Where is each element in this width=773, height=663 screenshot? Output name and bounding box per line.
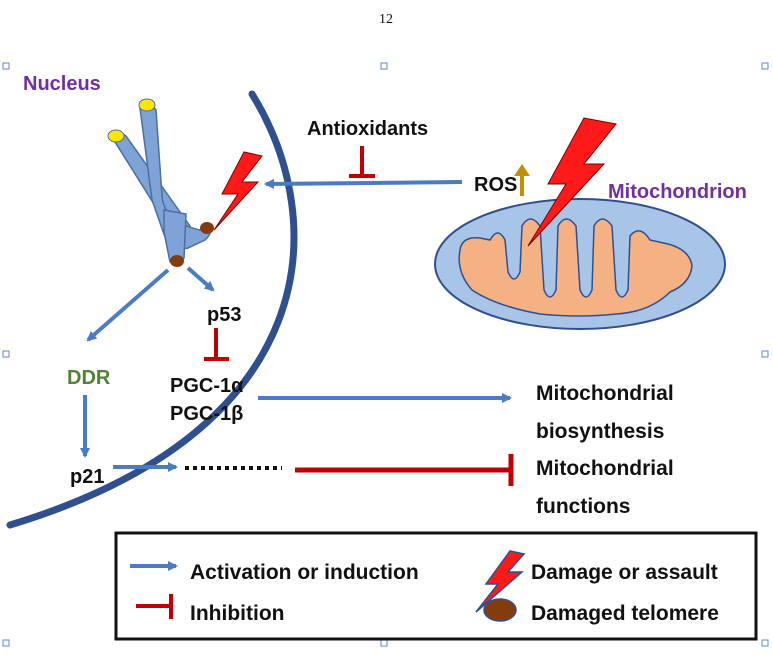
ros-label: ROS (474, 174, 517, 196)
pgc1a-label: PGC-1α (170, 375, 244, 397)
inhibition-antioxidants (349, 146, 375, 178)
legend-inhibition-label: Inhibition (190, 602, 284, 625)
inhibition-p53-pgc (204, 328, 229, 361)
page-number: 12 (379, 12, 393, 27)
pgc1b-label: PGC-1β (170, 403, 243, 425)
nuclear-membrane (6, 90, 298, 529)
p21-label: p21 (70, 466, 104, 488)
antioxidants-label: Antioxidants (307, 118, 428, 140)
arrow-chromosome-to-p53 (186, 266, 215, 292)
ddr-label: DDR (67, 367, 111, 389)
nucleus-label: Nucleus (23, 73, 101, 95)
mitochondrion-label: Mitochondrion (608, 181, 747, 203)
legend-damage-label: Damage or assault (531, 561, 718, 584)
legend-lightning-icon (475, 550, 526, 613)
inhibition-to-functions (295, 454, 514, 486)
ros-up-arrow-icon (514, 164, 530, 196)
mito-functions-line2: functions (536, 495, 631, 518)
legend: Activation or induction Inhibition Damag… (114, 531, 758, 641)
lightning-damage-icon (213, 151, 263, 231)
damaged-telomere-icon (170, 255, 184, 267)
chromosome-icon (107, 98, 212, 265)
legend-damaged-telomere-icon (483, 598, 517, 622)
mito-functions-line1: Mitochondrial (536, 457, 674, 480)
mito-biosynthesis-line1: Mitochondrial (536, 382, 674, 405)
arrow-chromosome-to-ddr (86, 268, 170, 342)
legend-activation-label: Activation or induction (190, 561, 419, 584)
mitochondrion-icon (434, 198, 726, 330)
legend-inhibition-icon (136, 594, 173, 619)
legend-telomere-label: Damaged telomere (531, 602, 719, 625)
damaged-telomere-icon (200, 222, 214, 234)
arrow-ros-to-nucleus (264, 178, 463, 189)
lightning-damage-icon (527, 117, 617, 247)
p53-label: p53 (207, 304, 241, 326)
mito-biosynthesis-line2: biosynthesis (536, 420, 664, 443)
